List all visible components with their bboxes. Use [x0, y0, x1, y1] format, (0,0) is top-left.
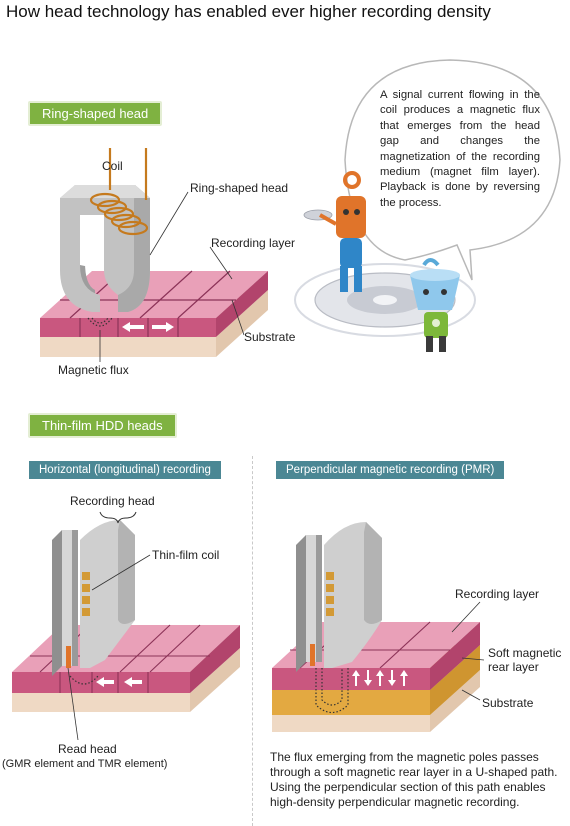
- ring-head-badge: Ring-shaped head: [28, 101, 163, 126]
- soft-magnetic-label-line2: rear layer: [488, 660, 539, 674]
- pmr-recording-layer-label: Recording layer: [455, 587, 540, 601]
- substrate-label: Substrate: [244, 330, 296, 344]
- section-divider: [252, 456, 253, 826]
- recording-layer-label: Recording layer: [211, 236, 296, 250]
- thin-film-badge: Thin-film HDD heads: [28, 413, 177, 438]
- thin-film-coil-label: Thin-film coil: [152, 548, 220, 562]
- ring-head-label: Ring-shaped head: [190, 181, 289, 195]
- soft-magnetic-label-line1: Soft magnetic: [488, 646, 562, 660]
- page-title: How head technology has enabled ever hig…: [6, 2, 491, 21]
- ring-head-illustration: [40, 148, 268, 362]
- read-head-label: Read head: [58, 742, 117, 756]
- coil-label: Coil: [102, 159, 123, 173]
- pmr-substrate-label: Substrate: [482, 696, 534, 710]
- pmr-caption: The flux emerging from the magnetic pole…: [270, 750, 558, 809]
- magnetic-flux-label: Magnetic flux: [58, 363, 129, 377]
- speech-bubble: [344, 59, 561, 281]
- horizontal-recording-header: Horizontal (longitudinal) recording: [29, 461, 221, 479]
- bubble-text: A signal current flowing in the coil pro…: [380, 89, 540, 209]
- recording-head-label: Recording head: [70, 494, 155, 508]
- character-blue: [410, 258, 460, 352]
- character-orange: [319, 171, 366, 292]
- perpendicular-recording-header: Perpendicular magnetic recording (PMR): [276, 461, 505, 479]
- read-head-detail-label: (GMR element and TMR element): [2, 758, 168, 770]
